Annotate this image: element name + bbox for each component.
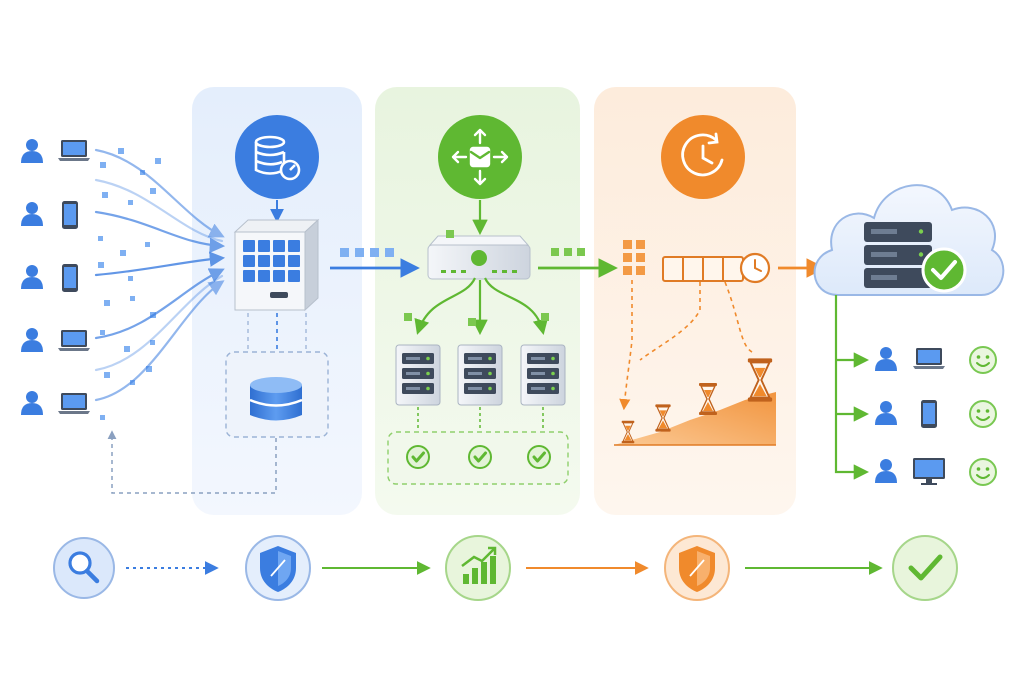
request-queue [662, 252, 771, 284]
end-users [875, 346, 997, 486]
database-gauge-icon [235, 115, 319, 199]
database-cylinder [249, 377, 303, 421]
phone-icon [921, 400, 937, 428]
security-step [245, 535, 311, 601]
success-step [892, 535, 958, 601]
smiley-icon [969, 458, 997, 486]
user-icon [21, 391, 43, 415]
phone-icon [62, 264, 78, 292]
smiley-icon [969, 400, 997, 428]
backend-server-3 [520, 344, 566, 406]
laptop-icon [913, 348, 945, 369]
user-icon [875, 401, 897, 425]
cloud-server-stack [864, 222, 932, 288]
request-packets [98, 148, 161, 420]
cloud-backend [813, 184, 1005, 297]
search-step [53, 537, 115, 599]
backend-server-2 [457, 344, 503, 406]
backend-server-1 [395, 344, 441, 406]
laptop-icon [58, 393, 90, 414]
wait-time-ramp [614, 392, 776, 445]
feedback-loop-line [107, 430, 277, 494]
distribute-stage [387, 115, 569, 485]
user-icon [21, 202, 43, 226]
check-icon [921, 247, 967, 293]
ingest-stage [225, 115, 329, 438]
user-icon [21, 265, 43, 289]
laptop-icon [58, 140, 90, 161]
user-icon [875, 347, 897, 371]
user-icon [875, 459, 897, 483]
transfer-packets-1 [340, 248, 394, 257]
laptop-icon [58, 330, 90, 351]
check-icon [467, 444, 493, 470]
check-icon [405, 444, 431, 470]
client-devices [21, 139, 90, 415]
user-icon [21, 139, 43, 163]
bottom-process-flow [53, 535, 958, 601]
queue-stage [614, 115, 776, 446]
growth-chart-icon [463, 556, 496, 584]
request-streams [94, 148, 226, 402]
check-icon [526, 444, 552, 470]
user-icon [21, 328, 43, 352]
performance-step [445, 535, 511, 601]
distribute-stage-panel [375, 87, 580, 515]
transfer-packets-2 [551, 248, 585, 256]
monitor-icon [913, 458, 945, 485]
load-balancer-appliance [233, 218, 320, 312]
network-switch [427, 230, 531, 280]
smiley-icon [969, 346, 997, 374]
buffered-packets [623, 240, 645, 275]
protection-step [664, 535, 730, 601]
phone-icon [62, 201, 78, 229]
check-icon [908, 554, 943, 581]
search-icon [68, 551, 92, 575]
